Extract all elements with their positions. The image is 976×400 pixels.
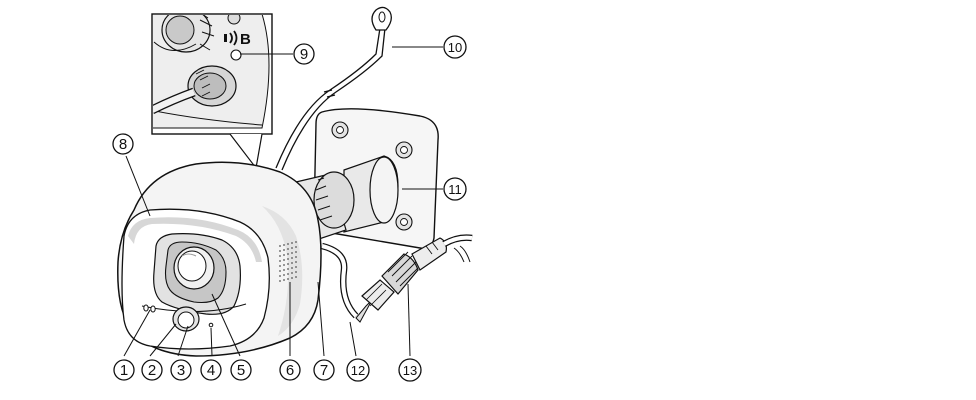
microphone-icon [143,304,156,313]
wireless-b-badge: B [224,30,251,48]
callout-11: 11 [443,177,467,201]
callout-number: 1 [120,362,128,379]
callout-number: 5 [237,362,245,379]
power-cable [321,242,395,323]
callout-number: 10 [448,40,462,55]
camera-body [117,161,355,357]
callout-1: 1 [113,359,135,381]
callout-number: 12 [351,363,365,378]
callout-10: 10 [443,35,467,59]
callout-number: 6 [286,362,294,379]
callout-12: 12 [346,358,370,382]
callout-9: 9 [293,43,315,65]
callout-number: 2 [148,362,156,379]
callout-2: 2 [141,359,163,381]
motion-sensor [172,306,200,332]
sun-shield-shade [128,217,262,262]
camera-neck [295,171,355,241]
extension-connector [381,234,473,295]
safety-wire [275,6,392,171]
wave-icon [229,32,233,44]
inset-small-screw [227,15,241,25]
callout-5: 5 [230,359,252,381]
leader-lines [123,46,443,357]
callout-number: 11 [448,182,462,197]
callout-number: 9 [300,46,308,63]
callout-8: 8 [112,133,134,155]
speaker-grille [279,241,297,282]
callout-6: 6 [279,359,301,381]
status-led-icon [208,322,214,328]
inset-screw-knob [153,15,215,53]
callout-number: 8 [119,136,127,153]
inset-badge-text: B [240,31,251,48]
callout-number: 4 [207,362,215,379]
inset-detail: B [151,13,273,170]
callout-4: 4 [200,359,222,381]
inset-connector [153,65,237,115]
callout-number: 13 [403,363,417,378]
callout-number: 3 [177,362,185,379]
reset-hole-icon [230,49,242,61]
callout-7: 7 [313,359,335,381]
camera-lens [153,233,241,315]
callout-number: 7 [320,362,328,379]
callout-13: 13 [398,358,422,382]
callout-3: 3 [170,359,192,381]
